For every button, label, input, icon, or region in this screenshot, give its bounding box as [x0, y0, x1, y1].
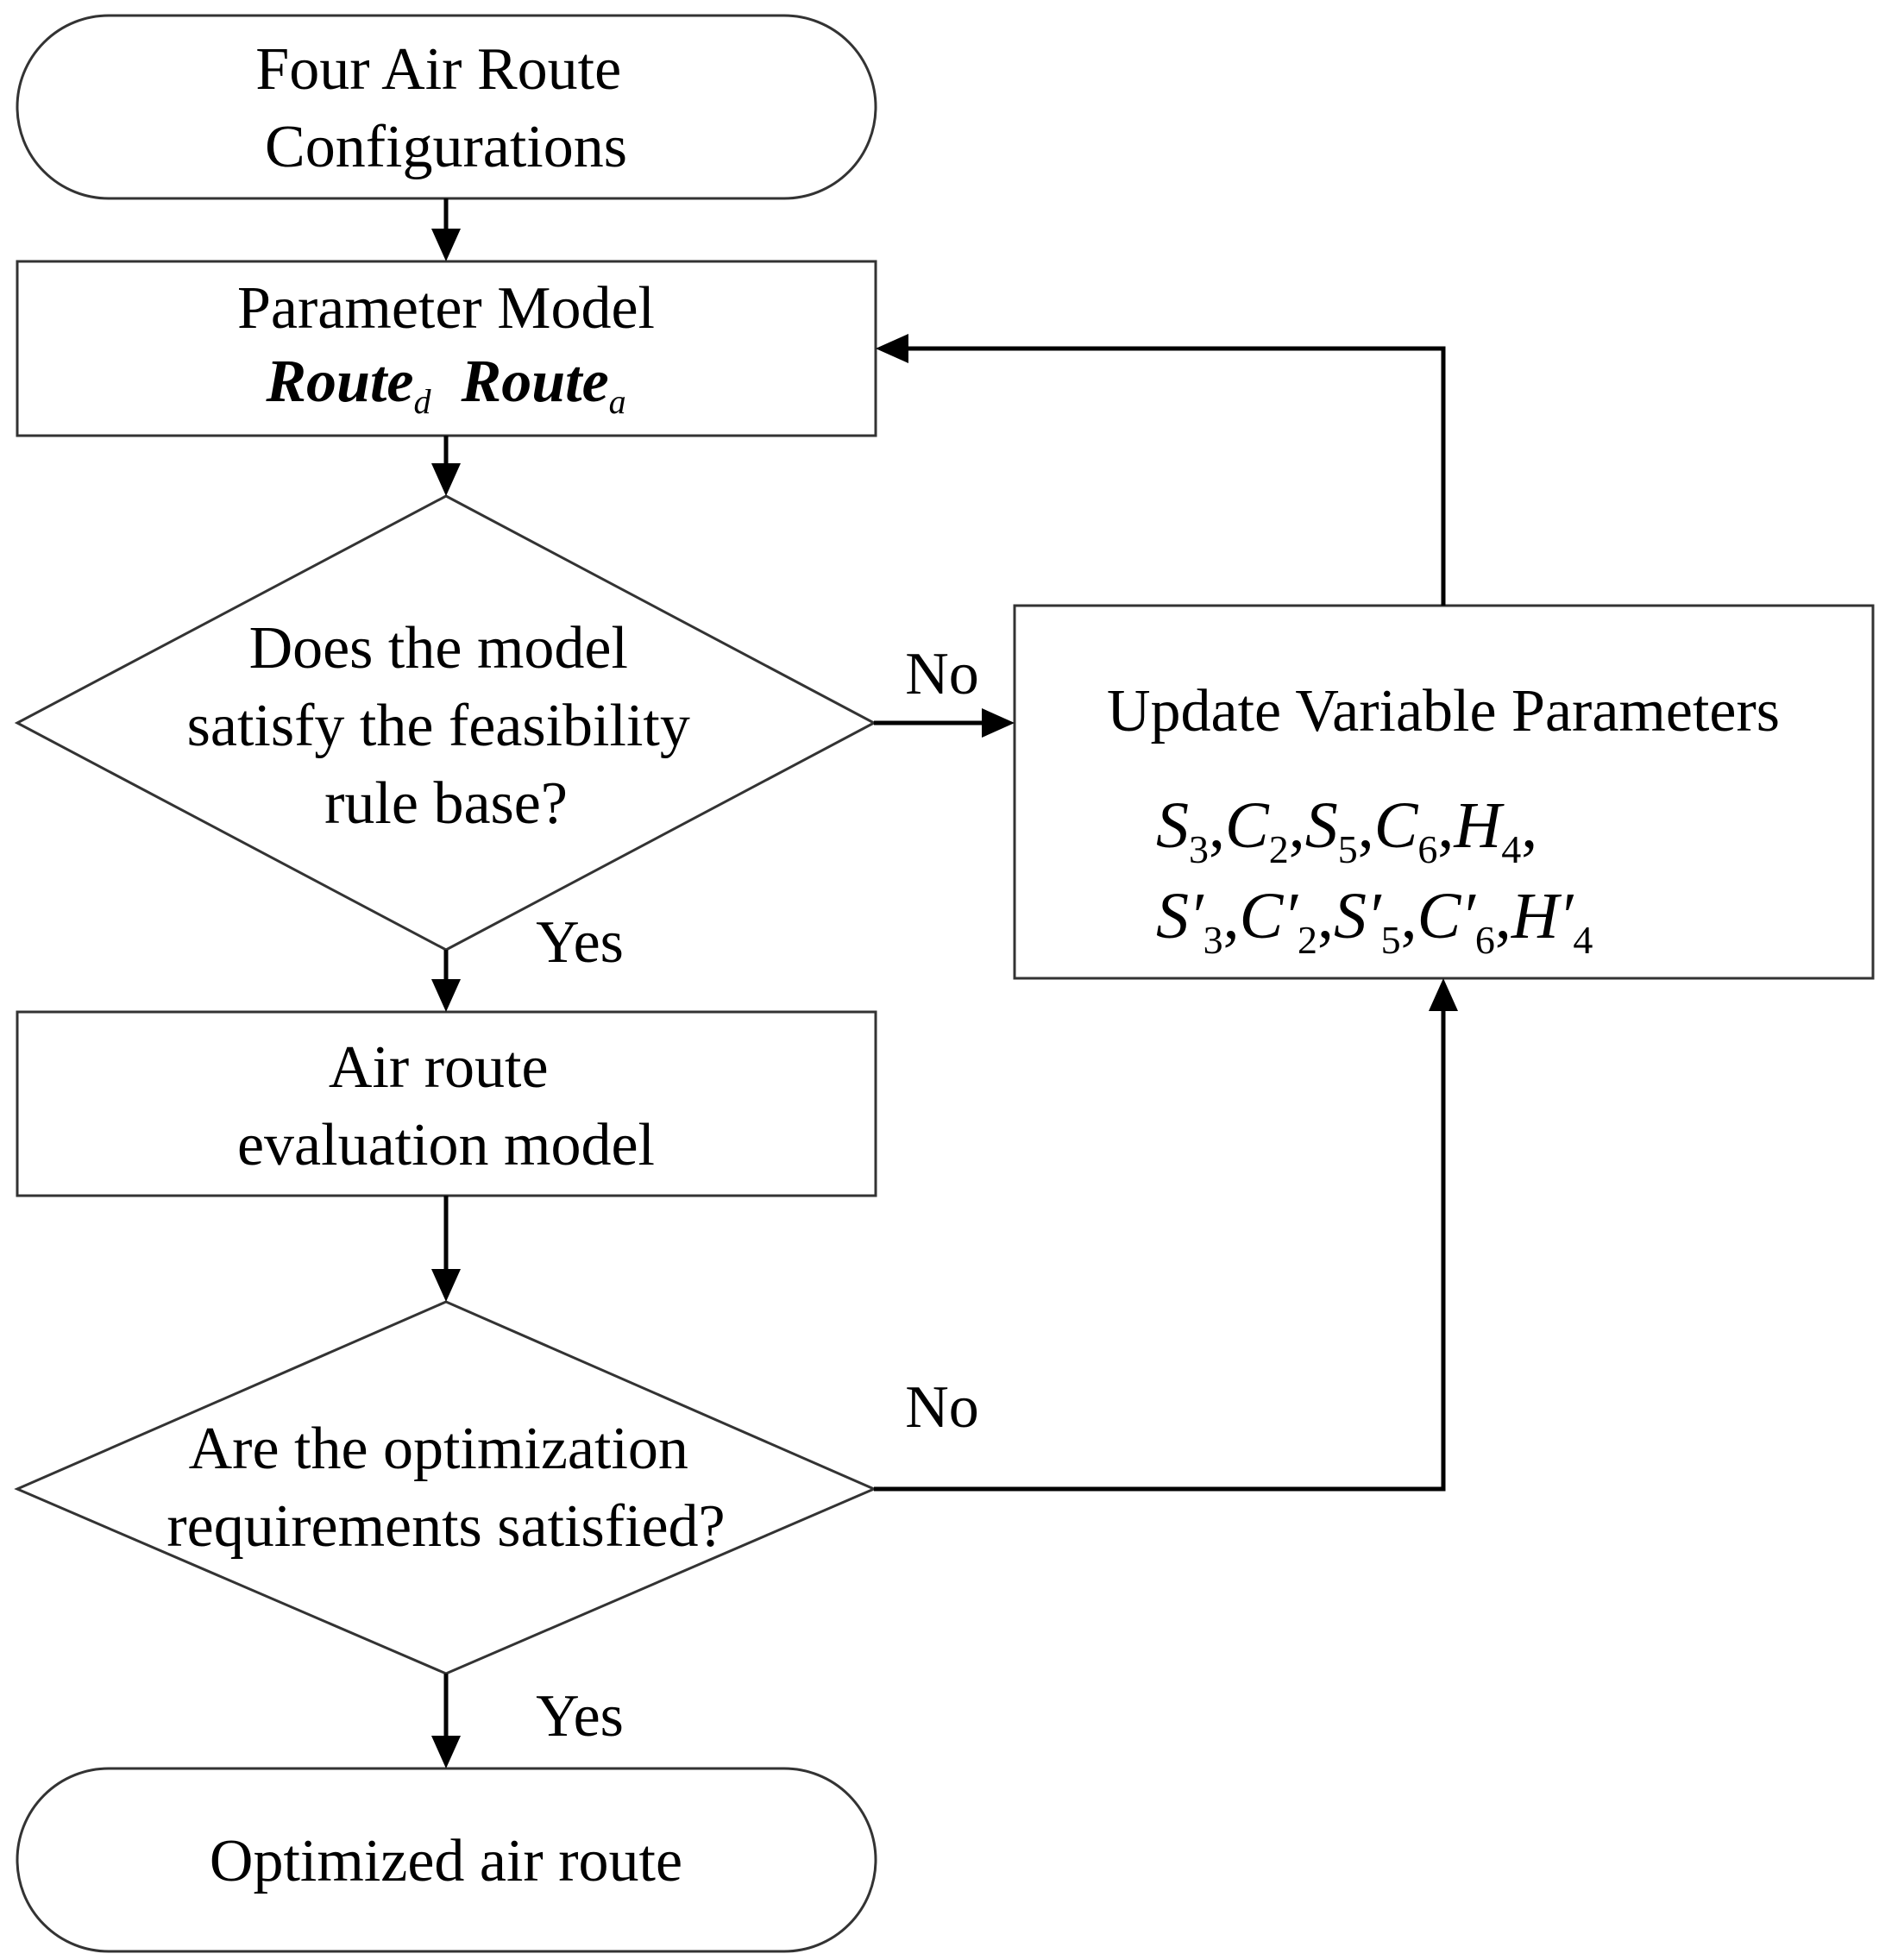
optimization-label-line-1: Are the optimization — [189, 1416, 688, 1482]
evaluation-label-line-2: evaluation model — [237, 1112, 655, 1178]
parameter-symbol: C′ — [1417, 880, 1477, 952]
start-label: Four Air Route Configurations — [255, 36, 636, 180]
parameter-subscript: 4 — [1573, 918, 1593, 962]
arrow-parameter-model-to-feasibility — [431, 436, 461, 496]
arrow-evaluation-to-optimization — [431, 1196, 461, 1302]
feasibility-label-line-3: rule base? — [324, 770, 568, 837]
parameter-separator: , — [1209, 789, 1225, 862]
optimization-label: Are the optimization requirements satisf… — [167, 1416, 725, 1560]
parameter-subscript: 3 — [1203, 918, 1223, 962]
parameter-subscript: 6 — [1475, 918, 1495, 962]
parameter-symbol: H′ — [1511, 880, 1574, 952]
evaluation-label: Air route evaluation model — [237, 1034, 655, 1178]
update-parameters-row-2: S′3,C′2,S′5,C′6,H′4 — [1156, 880, 1593, 962]
parameter-symbol: C′ — [1240, 880, 1299, 952]
parameter-subscript: 5 — [1338, 827, 1358, 871]
parameter-symbol: C — [1374, 789, 1419, 862]
route-d-label: Route — [265, 349, 413, 415]
parameter-symbol: S — [1156, 789, 1189, 862]
end-terminal — [16, 1767, 877, 1953]
parameter-subscript: 2 — [1269, 827, 1289, 871]
evaluation-model-box — [16, 1010, 877, 1197]
parameter-symbol: S — [1305, 789, 1338, 862]
parameter-model-title: Parameter Model — [237, 275, 655, 342]
feasibility-label: Does the model satisfy the feasibility r… — [187, 615, 706, 837]
parameter-subscript: 5 — [1381, 918, 1401, 962]
parameter-subscript: 2 — [1298, 918, 1317, 962]
evaluation-label-line-1: Air route — [329, 1034, 549, 1101]
route-a-subscript: a — [609, 382, 626, 421]
parameter-subscript: 6 — [1417, 827, 1437, 871]
edge-label-no-optimization: No — [905, 1374, 979, 1441]
parameter-subscript: 3 — [1189, 827, 1209, 871]
parameter-separator: , — [1495, 880, 1511, 952]
update-parameters-row-1: S3,C2,S5,C6,H4, — [1156, 789, 1537, 871]
parameter-symbol: C — [1225, 789, 1270, 862]
feasibility-label-line-2: satisfy the feasibility — [187, 693, 690, 759]
arrow-update-to-parameter-model — [876, 334, 1446, 606]
edge-label-no-feasibility: No — [905, 641, 979, 707]
arrow-optimization-yes-to-end — [431, 1674, 461, 1768]
update-parameters-title: Update Variable Parameters — [1107, 678, 1780, 744]
route-a-label: Route — [461, 349, 609, 415]
parameter-model-box — [16, 260, 877, 437]
arrow-optimization-no-to-update — [874, 978, 1458, 1492]
update-parameters-box — [1013, 604, 1875, 980]
parameter-symbol: H — [1453, 789, 1505, 862]
end-label: Optimized air route — [210, 1828, 682, 1894]
parameter-separator: , — [1521, 789, 1537, 862]
parameter-separator: , — [1289, 789, 1305, 862]
parameter-subscript: 4 — [1501, 827, 1521, 871]
parameter-separator: , — [1317, 880, 1334, 952]
optimization-decision — [14, 1300, 877, 1675]
optimization-label-line-2: requirements satisfied? — [167, 1493, 725, 1560]
parameter-separator: , — [1437, 789, 1454, 862]
feasibility-label-line-1: Does the model — [249, 615, 628, 682]
route-d-subscript: d — [414, 382, 432, 421]
arrow-feasibility-no-to-update — [874, 708, 1015, 738]
parameter-model-routes: Routed Routea — [265, 349, 625, 421]
arrow-start-to-parameter-model — [431, 198, 461, 261]
start-label-line-2: Configurations — [265, 114, 627, 180]
parameter-symbol: S′ — [1156, 880, 1204, 952]
edge-label-yes-optimization: Yes — [536, 1683, 624, 1750]
arrow-feasibility-yes-to-evaluation — [431, 950, 461, 1012]
parameter-symbol: S′ — [1334, 880, 1382, 952]
parameter-separator: , — [1223, 880, 1240, 952]
start-label-line-1: Four Air Route — [255, 36, 621, 103]
parameter-separator: , — [1358, 789, 1374, 862]
parameter-separator: , — [1401, 880, 1417, 952]
edge-label-yes-feasibility: Yes — [536, 909, 624, 976]
